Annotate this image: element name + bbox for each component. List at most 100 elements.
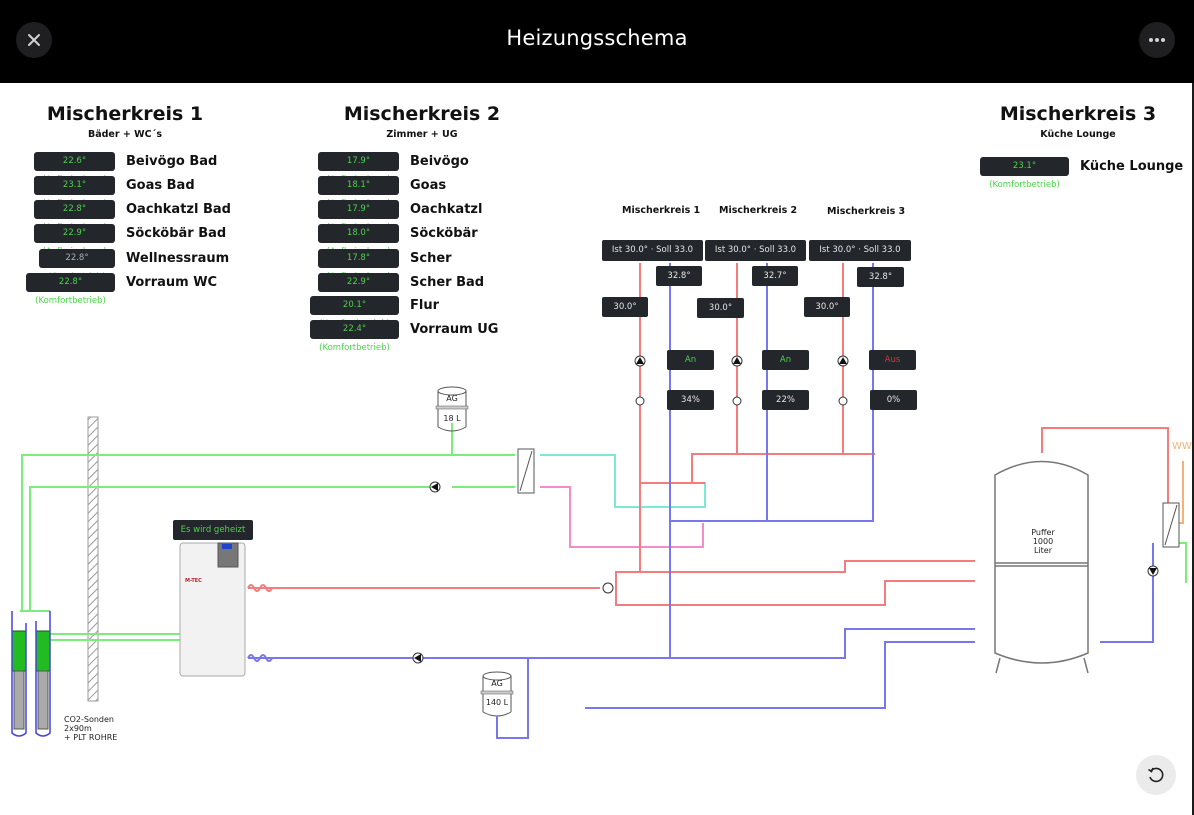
buffer-label-2: 1000 (1032, 537, 1054, 546)
mixer-2-valve-position[interactable]: 22% (762, 390, 809, 410)
room-name: Oachkatzl Bad (126, 201, 231, 217)
room-name: Söcköbär Bad (126, 225, 227, 241)
reset-view-button[interactable] (1136, 755, 1176, 795)
room-status-badge: 22.8° (Komfortbetrieb) (26, 272, 115, 306)
room-name: Vorraum UG (410, 321, 499, 337)
room-status-badge: 22.8° (Aufheizphase) (34, 199, 115, 233)
room-row[interactable]: 23.1° (Aufheizphase) Goas Bad (34, 175, 195, 209)
expansion-tank-140 (480, 671, 514, 739)
more-options-button[interactable] (1139, 22, 1175, 58)
room-row[interactable]: 18.0° (Aufheizphase) Söcköbär (318, 223, 478, 257)
svg-text:M-TEC: M-TEC (185, 578, 202, 584)
room-row[interactable]: 22.8° (Sparbetrieb) Wellnessraum (39, 248, 230, 282)
tank-18-label-2: 18 L (443, 414, 461, 423)
probe-label-2: 2x90m (64, 724, 92, 733)
room-name: Beivögo Bad (126, 153, 218, 169)
room-name: Goas (410, 177, 447, 193)
ground-probes (11, 611, 51, 737)
room-status-badge: 22.9° (Aufheizphase) (318, 272, 399, 306)
tank-140-label-2: 140 L (485, 698, 509, 707)
cooling-line (540, 454, 706, 508)
mixer-1-pump-status[interactable]: An (667, 350, 714, 370)
tank-18-label-1: AG (446, 394, 458, 403)
room-row[interactable]: 22.6° (Aufheizphase) Beivögo Bad (34, 151, 218, 185)
room-status-badge: 20.1° (Komfortbetrieb) (310, 295, 399, 329)
window-edge (1192, 83, 1194, 815)
room-name: Söcköbär (410, 225, 478, 241)
circuit-3-subtitle: Küche Lounge (1040, 129, 1116, 140)
room-name: Oachkatzl (410, 201, 483, 217)
room-name: Küche Lounge (1080, 158, 1184, 174)
mixer-3-ist-soll[interactable]: Ist 30.0° · Soll 33.0 (809, 240, 911, 261)
more-horizontal-icon (1149, 38, 1165, 42)
room-status-badge: 22.9° (Aufheizphase) (34, 223, 115, 257)
heating-schema-canvas[interactable]: M-TEC (0, 83, 1192, 815)
mixer-2-flow-temp[interactable]: 30.0° (697, 298, 744, 318)
room-row[interactable]: 22.9° (Aufheizphase) Söcköbär Bad (34, 223, 227, 257)
mixer-2-title: Mischerkreis 2 (719, 205, 798, 216)
buffer-label-1: Puffer (1031, 528, 1055, 537)
room-name: Beivögo (410, 153, 469, 169)
mixer-1-valve-position[interactable]: 34% (667, 390, 714, 410)
page-title: Heizungsschema (506, 26, 688, 50)
hot-water-line (1178, 461, 1184, 524)
room-row[interactable]: 17.9° (Aufheizphase) Beivögo (318, 151, 469, 185)
circuit-1-title: Mischerkreis 1 (46, 103, 204, 125)
room-row[interactable]: 23.1° (Komfortbetrieb)Küche Lounge (980, 156, 1184, 190)
mixer-2-return-temp[interactable]: 32.7° (752, 266, 798, 286)
mixer-2-pump-status[interactable]: An (762, 350, 809, 370)
mixer-1-flow-temp[interactable]: 30.0° (602, 297, 648, 317)
mixer-3-title: Mischerkreis 3 (827, 206, 906, 217)
buffer-tank (994, 460, 1089, 674)
room-row[interactable]: 17.9° (Aufheizphase) Oachkatzl (318, 199, 483, 233)
supply-lines (248, 263, 1169, 606)
mixer-3-pump-status[interactable]: Aus (869, 350, 916, 370)
hot-water-label: WW (1172, 441, 1192, 452)
circuit-3-title: Mischerkreis 3 (999, 103, 1157, 125)
probe-label-3: + PLT ROHRE (64, 733, 118, 742)
mixer-2-ist-soll[interactable]: Ist 30.0° · Soll 33.0 (705, 240, 806, 261)
mixer-3-valve-position[interactable]: 0% (870, 390, 917, 410)
room-name: Scher Bad (410, 274, 485, 290)
room-status-badge: 17.8° (Aufheizphase) (318, 248, 399, 282)
mixer-1-ist-soll[interactable]: Ist 30.0° · Soll 33.0 (602, 240, 703, 261)
room-name: Goas Bad (126, 177, 195, 193)
circuit-1-subtitle: Bäder + WC´s (87, 129, 162, 140)
expansion-tank-18 (435, 386, 469, 432)
schema-drawing: M-TEC (11, 263, 1187, 739)
brine-lines (20, 423, 515, 641)
room-row[interactable]: 18.1° (Aufheizphase)Goas (318, 175, 447, 209)
mixer-3-flow-temp[interactable]: 30.0° (804, 297, 850, 317)
mixer-1-title: Mischerkreis 1 (622, 205, 701, 216)
buffer-label-3: Liter (1033, 546, 1053, 555)
close-button[interactable] (16, 22, 52, 58)
tank-140-label-1: AG (491, 679, 503, 688)
heat-pump-status[interactable]: Es wird geheizt (173, 520, 253, 540)
mixer-pumps (634, 355, 849, 367)
room-name: Wellnessraum (126, 250, 230, 266)
room-name: Flur (410, 297, 440, 313)
room-row[interactable]: 22.8° (Komfortbetrieb) Vorraum WC (26, 272, 218, 306)
wall (87, 416, 99, 702)
room-status-badge: 22.8° (Sparbetrieb) (39, 248, 115, 282)
mixer-1-return-temp[interactable]: 32.8° (656, 266, 702, 286)
room-row[interactable]: 20.1° (Komfortbetrieb) Flur (310, 295, 440, 329)
room-name: Scher (410, 250, 452, 266)
room-status-badge: 17.9° (Aufheizphase) (318, 151, 399, 185)
hw-green-line (1178, 542, 1187, 583)
close-icon (28, 34, 40, 46)
room-row[interactable]: 22.4° (Komfortbetrieb)Vorraum UG (310, 319, 499, 353)
room-status-badge: 17.9° (Aufheizphase) (318, 199, 399, 233)
three-way-valve (602, 582, 614, 594)
room-status-badge: 18.0° (Aufheizphase) (318, 223, 399, 257)
room-row[interactable]: 22.8° (Aufheizphase) Oachkatzl Bad (34, 199, 231, 233)
reset-view-icon (1148, 767, 1164, 783)
room-status-badge: 23.1° (Aufheizphase) (34, 175, 115, 209)
room-status-badge: 22.6° (Aufheizphase) (34, 151, 115, 185)
heat-pump: M-TEC (179, 542, 273, 677)
circuit-2-subtitle: Zimmer + UG (386, 129, 458, 140)
room-row[interactable]: 22.9° (Aufheizphase) Scher Bad (318, 272, 485, 306)
room-row[interactable]: 17.8° (Aufheizphase) Scher (318, 248, 452, 282)
mixer-3-return-temp[interactable]: 32.8° (857, 267, 904, 287)
room-name: Vorraum WC (126, 274, 218, 290)
